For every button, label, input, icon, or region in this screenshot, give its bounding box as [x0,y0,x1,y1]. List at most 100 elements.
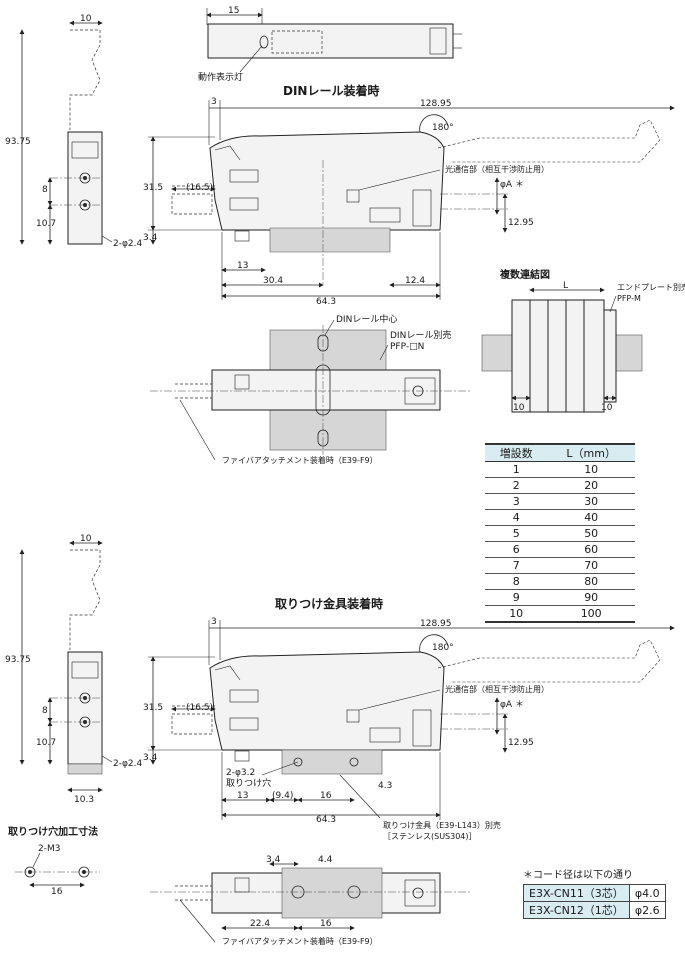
header-units: 増設数 [485,443,548,462]
svg-text:光通信部（相互干渉防止用）: 光通信部（相互干渉防止用） [445,684,549,694]
cell-units: 5 [485,525,548,542]
cord-dia: φ2.6 [628,901,666,919]
header-L: L（mm） [547,443,635,462]
cell-L: 100 [547,605,635,623]
svg-text:PFP-□N: PFP-□N [390,342,424,352]
svg-text:12.4: 12.4 [405,276,425,286]
svg-text:3.4: 3.4 [143,753,158,763]
svg-text:10.7: 10.7 [36,219,56,229]
svg-text:光通信部（相互干渉防止用）: 光通信部（相互干渉防止用） [445,164,549,174]
cell-L: 70 [547,557,635,574]
svg-text:128.95: 128.95 [420,99,452,109]
svg-text:93.75: 93.75 [5,137,31,147]
svg-text:64.3: 64.3 [316,297,336,307]
mount-hole-view: 取りつけ穴加工寸法 2-M3 16 [8,825,100,897]
cord-model: E3X-CN12（1芯） [523,901,630,919]
top-view: 15 動作表示灯 [198,6,462,83]
cord-dia: φ4.0 [628,884,666,902]
cell-L: 60 [547,541,635,558]
cell-L: 80 [547,573,635,590]
svg-text:(9.4): (9.4) [272,791,293,801]
svg-text:10: 10 [80,14,92,24]
svg-text:エンドプレート別売: エンドプレート別売 [617,282,685,292]
svg-text:10: 10 [80,534,92,544]
svg-text:22.4: 22.4 [250,919,270,929]
label-indicator: 動作表示灯 [198,71,243,83]
cell-L: 30 [547,493,635,510]
svg-text:12.95: 12.95 [508,738,534,748]
svg-text:31.5: 31.5 [143,183,163,193]
svg-text:φA ＊: φA ＊ [500,180,524,190]
cell-L: 10 [547,461,635,478]
svg-text:ファイバアタッチメント装着時（E39-F9）: ファイバアタッチメント装着時（E39-F9） [222,936,378,946]
svg-text:10: 10 [601,403,613,413]
svg-text:2-φ3.2: 2-φ3.2 [226,768,255,778]
svg-text:31.5: 31.5 [143,703,163,713]
svg-text:取りつけ穴加工寸法: 取りつけ穴加工寸法 [8,825,98,838]
svg-text:10.3: 10.3 [74,795,94,805]
cell-units: 6 [485,541,548,558]
cell-units: 3 [485,493,548,510]
svg-text:L: L [563,281,568,291]
svg-text:30.4: 30.4 [263,276,283,286]
svg-text:ファイバアタッチメント装着時（E39-F9）: ファイバアタッチメント装着時（E39-F9） [222,455,378,465]
cord-table: E3X-CN11（3芯）φ4.0 E3X-CN12（1芯）φ2.6 [523,884,666,919]
multi-connection-diagram: 複数連結図 L 10 10 エンドプレート別売 PFP-M [481,268,685,413]
cell-L: 20 [547,477,635,494]
svg-text:13: 13 [237,261,248,271]
svg-text:DINレール中心: DINレール中心 [336,313,397,325]
svg-text:13: 13 [237,791,248,801]
side-view-top: 10 93.75 8 10.7 2-φ2.4 [5,14,142,249]
din-front-view: DINレール装着時 128.95 3 180° (16.5) 31.5 3.4 … [143,83,675,307]
svg-text:8: 8 [42,185,48,195]
svg-text:4.3: 4.3 [378,781,392,791]
bracket-top-view: 3.4 4.4 22.4 16 ファイバアタッチメント装着時（E39-F9） [150,855,470,946]
title-bracket: 取りつけ金具装着時 [275,596,383,611]
svg-text:3: 3 [211,617,217,627]
svg-text:2-φ2.4: 2-φ2.4 [113,759,142,769]
svg-text:10: 10 [513,403,525,413]
cell-units: 7 [485,557,548,574]
svg-text:16: 16 [320,919,332,929]
din-top-view: DINレール中心 DINレール別売 PFP-□N ファイバアタッチメント装着時（… [150,313,470,465]
svg-text:16: 16 [51,887,63,897]
indicator-led [259,35,269,49]
svg-text:複数連結図: 複数連結図 [499,268,550,281]
svg-text:12.95: 12.95 [508,218,534,228]
bracket-front-view: 取りつけ金具装着時 128.95 3 180° (16.5) 31.5 3.4 … [143,596,675,841]
cell-units: 8 [485,573,548,590]
svg-text:10.7: 10.7 [36,738,56,748]
svg-text:φA ＊: φA ＊ [500,700,524,710]
svg-text:2-M3: 2-M3 [38,844,60,854]
svg-text:3.4: 3.4 [143,233,158,243]
svg-text:PFP-M: PFP-M [617,294,641,303]
svg-text:［ステンレス(SUS304)］: ［ステンレス(SUS304)］ [383,832,477,841]
svg-text:3.4: 3.4 [266,855,281,865]
svg-text:取りつけ金具（E39-L143）別売: 取りつけ金具（E39-L143）別売 [383,820,501,830]
cell-L: 50 [547,525,635,542]
cell-units: 10 [485,605,548,623]
svg-text:DINレール別売: DINレール別売 [390,329,451,341]
svg-text:取りつけ穴: 取りつけ穴 [226,777,271,789]
svg-text:180°: 180° [432,643,454,653]
cord-model: E3X-CN11（3芯） [523,884,630,902]
cell-units: 2 [485,477,548,494]
svg-text:(16.5): (16.5) [186,703,213,713]
svg-text:4.4: 4.4 [318,855,333,865]
cell-units: 9 [485,589,548,606]
dim-top-15: 15 [228,6,239,16]
svg-text:2-φ2.4: 2-φ2.4 [113,239,142,249]
cell-units: 1 [485,461,548,478]
title-din: DINレール装着時 [283,83,379,98]
